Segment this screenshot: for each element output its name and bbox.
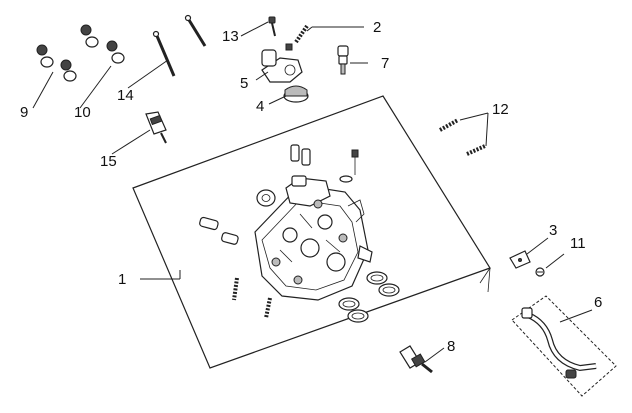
screw xyxy=(351,149,359,158)
stud xyxy=(232,277,272,319)
valve-guide xyxy=(301,148,311,166)
callout-3: 3 xyxy=(549,222,557,239)
callout-7: 7 xyxy=(381,55,389,72)
callout-13: 13 xyxy=(222,28,239,45)
callout-1: 1 xyxy=(118,271,126,288)
callout-10: 10 xyxy=(74,104,91,121)
part-4-thermostat xyxy=(283,85,309,103)
part-15-spark-plug xyxy=(145,111,167,144)
part-8-sensor xyxy=(399,345,433,374)
part-5-thermostat-housing xyxy=(261,43,303,83)
cylinder-head xyxy=(254,175,373,301)
callout-6: 6 xyxy=(594,294,602,311)
washer xyxy=(256,189,276,207)
valve-guide xyxy=(290,144,300,162)
callout-8: 8 xyxy=(447,338,455,355)
part-10-nuts xyxy=(80,24,125,64)
callout-12: 12 xyxy=(492,101,509,118)
callout-4: 4 xyxy=(256,98,264,115)
part-7-temperature-sensor xyxy=(337,45,349,75)
callout-15: 15 xyxy=(100,153,117,170)
callout-11: 11 xyxy=(570,235,586,252)
part-11-screw xyxy=(535,267,545,277)
part-6-hose xyxy=(511,295,617,397)
part-14-long-studs xyxy=(152,14,207,77)
part-12-studs xyxy=(439,118,486,156)
cylinder-head-assembly xyxy=(132,95,491,369)
part-3-bracket xyxy=(509,250,531,269)
callout-5: 5 xyxy=(240,75,248,92)
callout-9: 9 xyxy=(20,104,28,121)
part-13-bolt xyxy=(268,16,276,37)
leader-lines xyxy=(32,21,593,363)
part-2-bolt xyxy=(294,24,309,44)
o-ring xyxy=(338,271,400,323)
callout-14: 14 xyxy=(117,87,134,104)
plug xyxy=(199,216,239,245)
callout-2: 2 xyxy=(373,19,381,36)
part-9-nuts xyxy=(36,44,77,82)
